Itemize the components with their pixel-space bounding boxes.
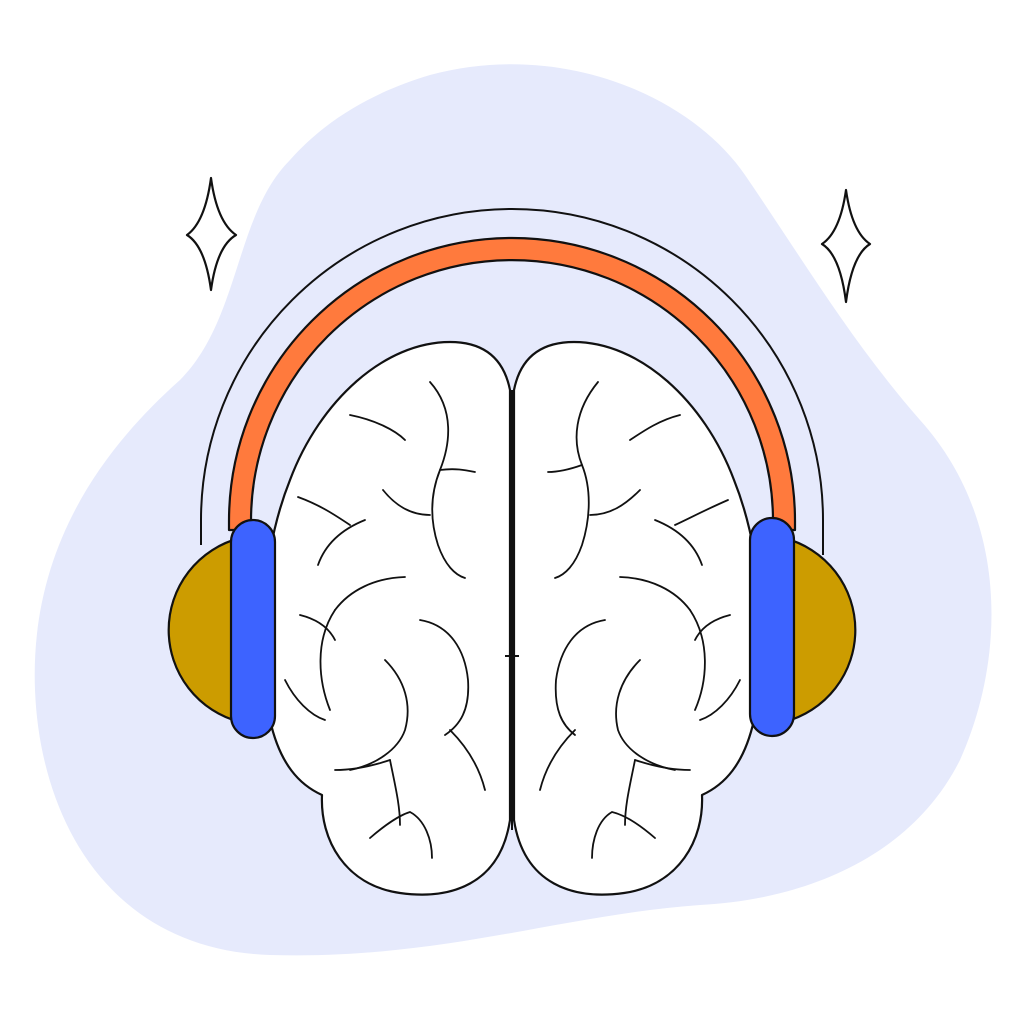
left-ear-cup bbox=[167, 536, 242, 724]
headphones-icon bbox=[167, 236, 857, 740]
brain-folds-left bbox=[284, 381, 486, 859]
brain-icon bbox=[261, 340, 763, 896]
headband-outline bbox=[200, 208, 824, 555]
right-ear-cup bbox=[782, 536, 857, 724]
left-ear-pad bbox=[229, 518, 277, 740]
brain-folds-right bbox=[539, 381, 741, 859]
headband bbox=[227, 236, 797, 532]
sparkle-icon bbox=[185, 176, 238, 292]
sparkle-icon bbox=[820, 188, 872, 304]
right-ear-pad bbox=[748, 516, 796, 738]
